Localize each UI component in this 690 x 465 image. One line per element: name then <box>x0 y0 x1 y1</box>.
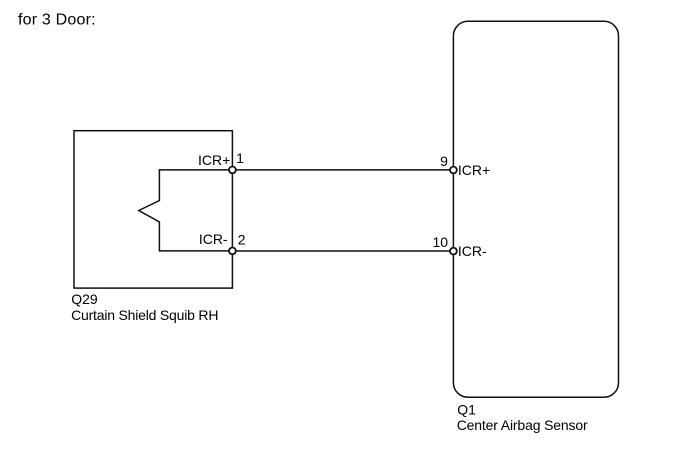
svg-text:Q1: Q1 <box>457 402 476 418</box>
svg-text:Q29: Q29 <box>71 291 98 307</box>
svg-text:9: 9 <box>440 153 448 169</box>
svg-text:for 3 Door:: for 3 Door: <box>18 12 96 29</box>
svg-text:ICR-: ICR- <box>458 243 487 259</box>
svg-text:ICR-: ICR- <box>199 231 228 247</box>
svg-text:1: 1 <box>236 150 244 166</box>
svg-text:Curtain Shield Squib RH: Curtain Shield Squib RH <box>71 307 218 323</box>
svg-text:2: 2 <box>238 231 246 247</box>
svg-text:Center Airbag Sensor: Center Airbag Sensor <box>457 417 588 433</box>
svg-text:ICR+: ICR+ <box>198 152 230 168</box>
svg-text:10: 10 <box>433 234 449 250</box>
svg-text:ICR+: ICR+ <box>458 162 490 178</box>
